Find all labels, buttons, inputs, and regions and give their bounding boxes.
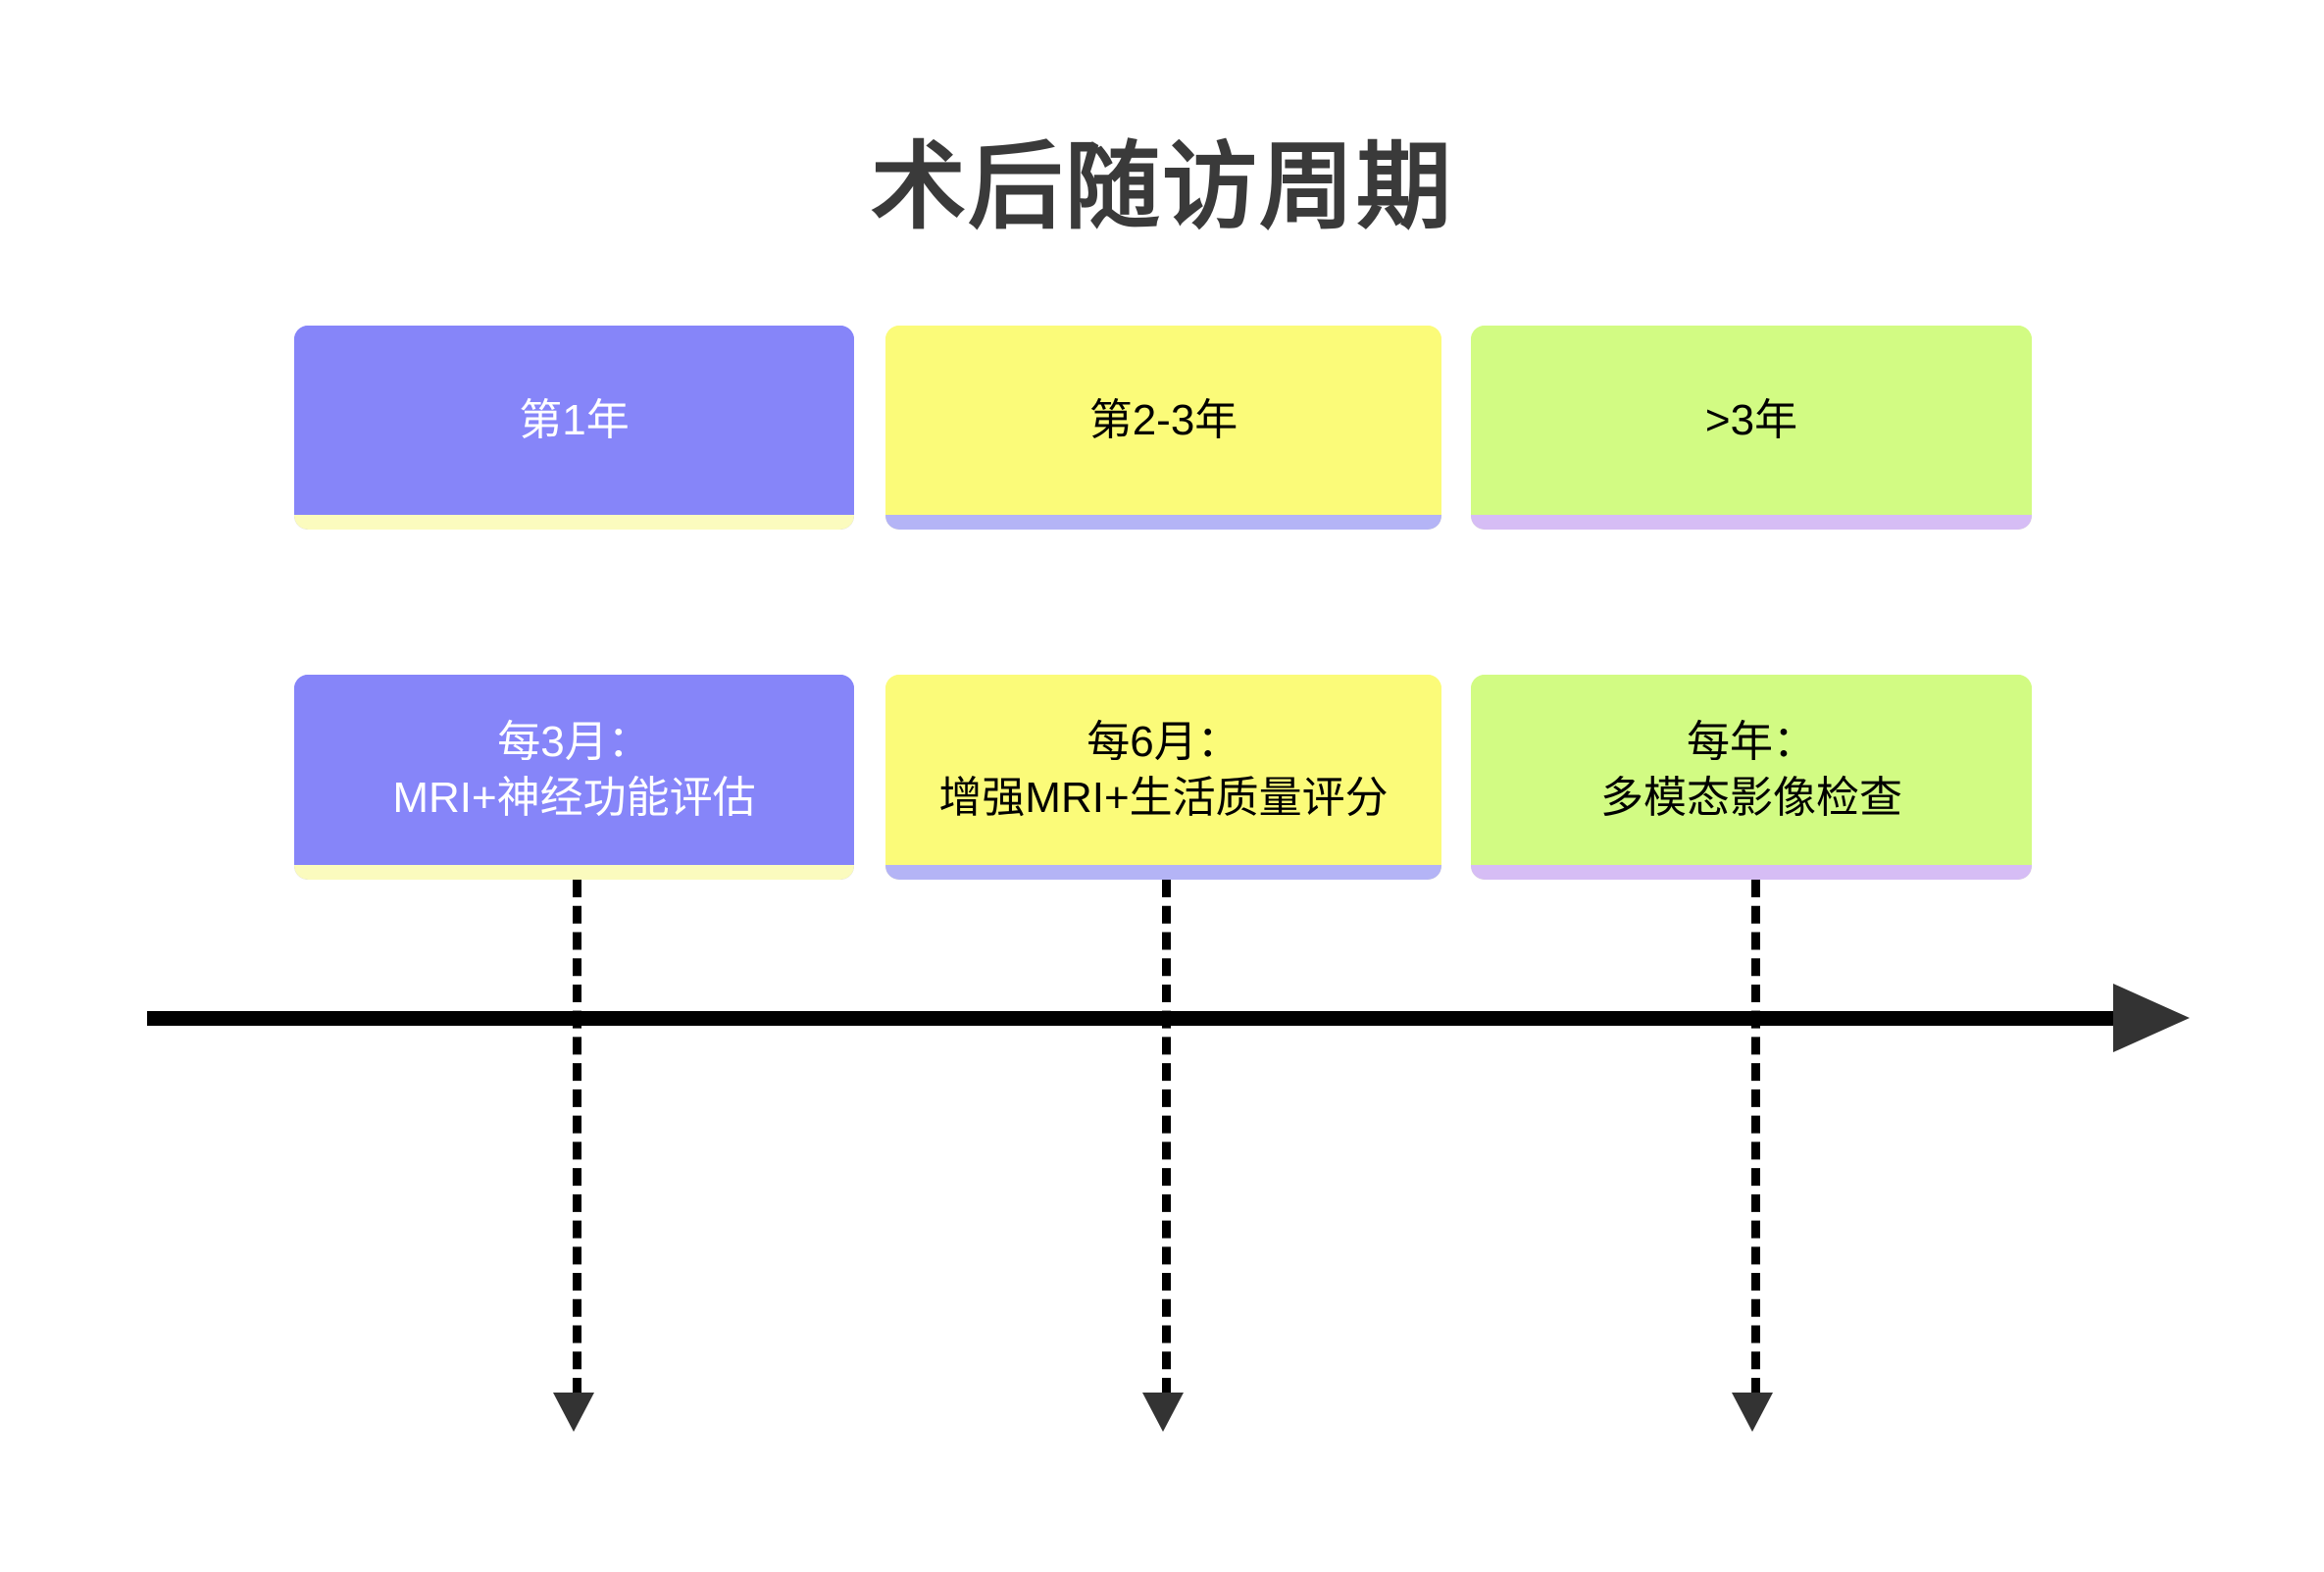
period-label: >3年 (1704, 395, 1798, 444)
detail-card-year-1[interactable]: 每3月： MRI+神经功能评估 (294, 675, 854, 880)
period-card-body: >3年 (1471, 326, 2032, 515)
period-card-year-gt-3[interactable]: >3年 (1471, 326, 2032, 530)
period-accent-bar (885, 515, 1441, 530)
connector-dashed-line-year-gt-3 (1751, 880, 1760, 1395)
period-accent-bar (1471, 515, 2032, 530)
detail-accent-bar (885, 865, 1441, 880)
timeline-axis-line (147, 1011, 2133, 1026)
connector-arrow-down-icon-year-gt-3 (1732, 1393, 1773, 1432)
detail-card-year-gt-3[interactable]: 每年： 多模态影像检查 (1471, 675, 2032, 880)
detail-card-body: 每3月： MRI+神经功能评估 (294, 675, 854, 865)
period-label: 第2-3年 (1088, 395, 1238, 444)
detail-label: 每年： 多模态影像检查 (1600, 717, 1902, 822)
connector-dashed-line-year-2-3 (1162, 880, 1171, 1395)
connector-dashed-line-year-1 (573, 880, 581, 1395)
period-card-year-2-3[interactable]: 第2-3年 (885, 326, 1441, 530)
period-card-year-1[interactable]: 第1年 (294, 326, 854, 530)
detail-accent-bar (294, 865, 854, 880)
page-title: 术后随访周期 (871, 133, 1453, 240)
detail-card-body: 每年： 多模态影像检查 (1471, 675, 2032, 865)
period-card-body: 第1年 (294, 326, 854, 515)
detail-accent-bar (1471, 865, 2032, 880)
period-card-body: 第2-3年 (885, 326, 1441, 515)
detail-card-year-2-3[interactable]: 每6月： 增强MRI+生活质量评分 (885, 675, 1441, 880)
timeline-arrow-icon (2113, 984, 2190, 1052)
connector-arrow-down-icon-year-1 (553, 1393, 594, 1432)
period-label: 第1年 (519, 395, 630, 444)
detail-card-body: 每6月： 增强MRI+生活质量评分 (885, 675, 1441, 865)
detail-label: 每3月： MRI+神经功能评估 (392, 717, 756, 822)
period-accent-bar (294, 515, 854, 530)
connector-arrow-down-icon-year-2-3 (1142, 1393, 1184, 1432)
detail-label: 每6月： 增强MRI+生活质量评分 (938, 717, 1389, 822)
